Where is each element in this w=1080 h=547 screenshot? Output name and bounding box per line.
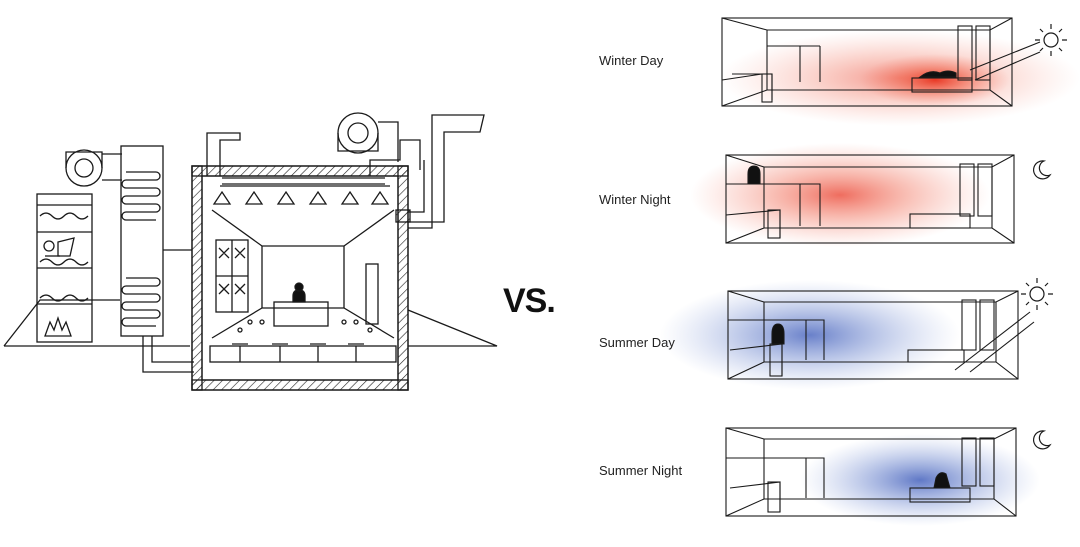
door <box>365 263 379 325</box>
cool-glow-summer-night <box>800 434 1040 526</box>
fan-right <box>337 112 379 154</box>
scene-label-winter-day: Winter Day <box>599 53 664 68</box>
sun-icon <box>1021 278 1053 310</box>
desk <box>273 301 329 327</box>
fan-left <box>65 149 103 187</box>
radiator-column <box>120 145 164 337</box>
duct-top-left <box>206 132 241 176</box>
room-winter-day <box>721 17 1041 107</box>
floor-pipes <box>209 343 397 363</box>
scene-label-summer-night: Summer Night <box>599 463 683 478</box>
scene-label-summer-day: Summer Day <box>599 335 675 350</box>
sun-icon <box>1035 24 1067 56</box>
floor-dots <box>237 319 373 333</box>
room-summer-day <box>727 290 1035 380</box>
inner-room <box>211 209 395 247</box>
exhaust-duct <box>408 114 485 229</box>
ceiling-lamps <box>212 185 390 205</box>
scene-label-winter-night: Winter Night <box>599 192 671 207</box>
room-summer-night <box>725 427 1017 517</box>
duct-top-right <box>369 139 421 176</box>
heat-glow-winter-night <box>690 143 990 247</box>
cool-glow-summer-day <box>660 280 960 390</box>
moon-icon <box>1033 430 1052 450</box>
ground-line-left <box>3 299 120 347</box>
ground-line-right <box>407 309 498 347</box>
building-section-drawing <box>3 112 498 391</box>
person-silhouette <box>292 289 306 303</box>
moon-icon <box>1033 160 1052 180</box>
room-winter-night <box>725 154 1015 244</box>
vs-label: VS. <box>503 282 556 320</box>
